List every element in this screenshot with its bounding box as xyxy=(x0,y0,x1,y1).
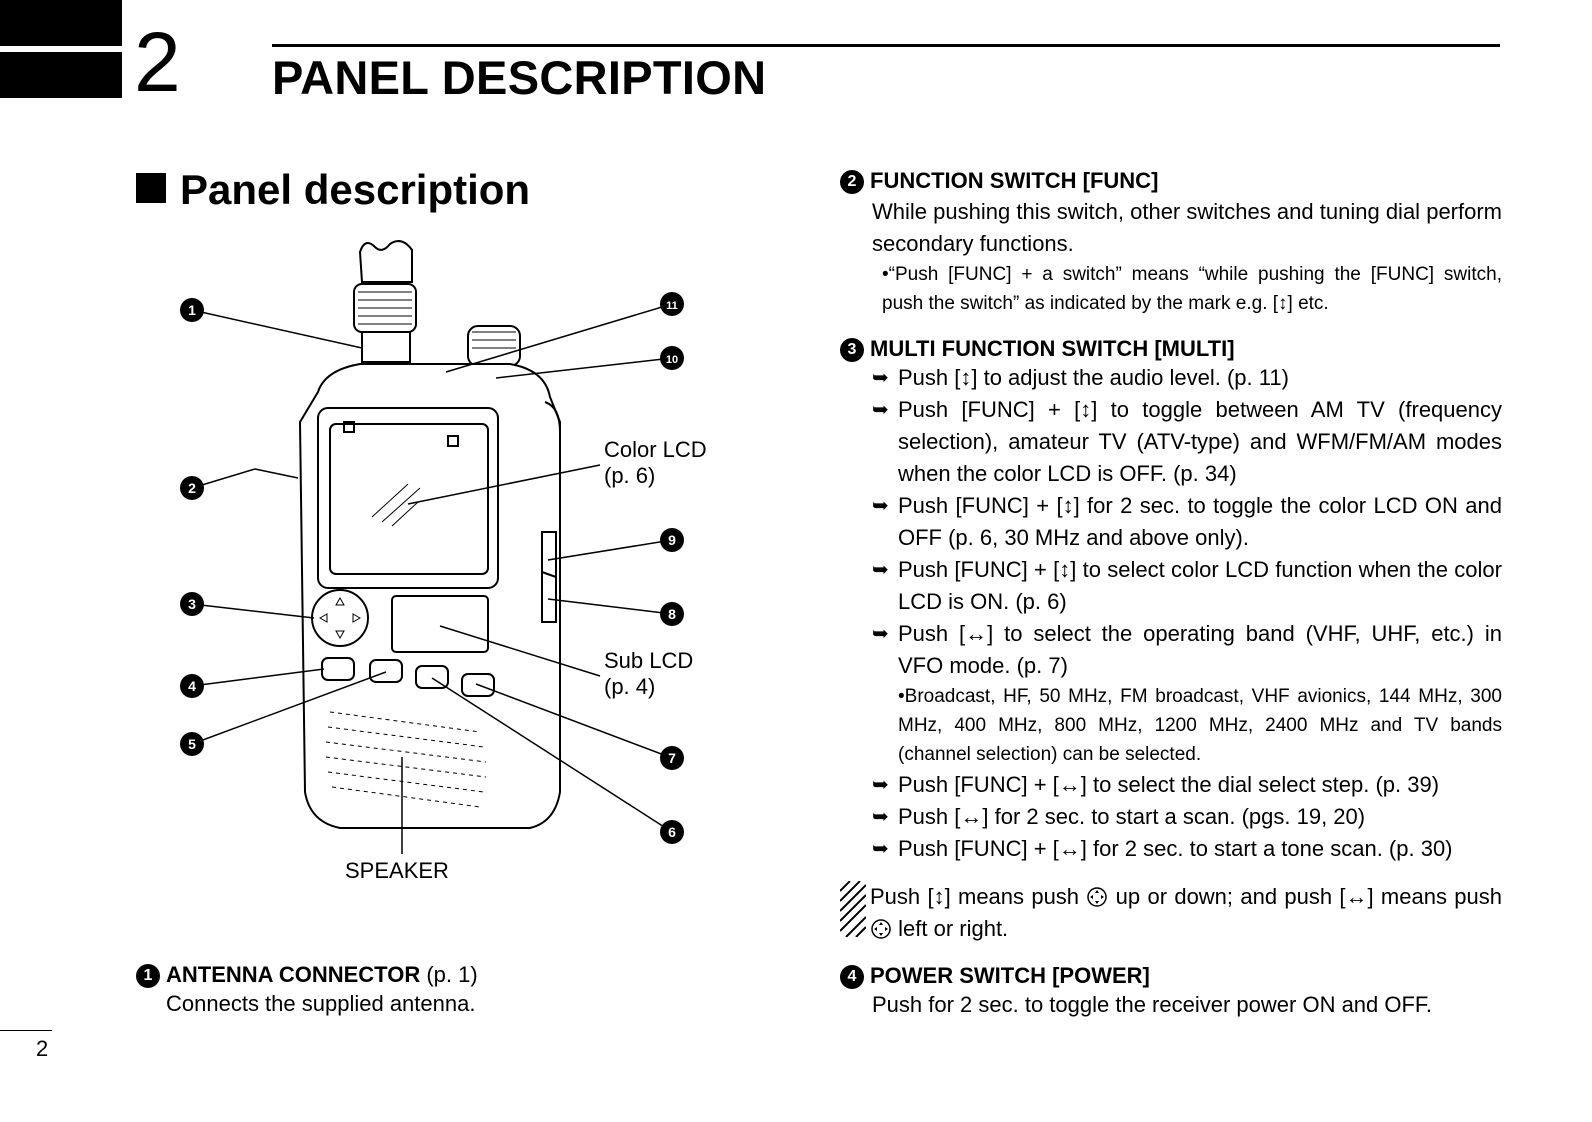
label-sub-lcd-ref: (p. 4) xyxy=(604,674,655,699)
callout-10: 10 xyxy=(666,354,678,366)
callout-markers xyxy=(180,292,684,844)
callout-4: 4 xyxy=(188,678,196,694)
arrow-icon: ➥ xyxy=(872,623,889,645)
func-desc: While pushing this switch, other switche… xyxy=(872,199,1502,256)
chapter-tab-bottom xyxy=(0,52,122,98)
chapter-number: 2 xyxy=(134,15,181,109)
tip-text: Push [↕] means push up or down; and push… xyxy=(870,881,1502,945)
label-speaker: SPEAKER xyxy=(345,858,449,883)
multi-bullet-text: Push [↔] to select the operating band (V… xyxy=(898,621,1502,678)
tip-hatch-icon xyxy=(840,881,866,937)
arrow-icon: ➥ xyxy=(872,495,889,517)
antenna-desc: Connects the supplied antenna. xyxy=(166,991,476,1016)
chapter-tab-top xyxy=(0,0,122,46)
antenna-drawing xyxy=(353,240,417,363)
arrow-icon: ➥ xyxy=(872,399,889,421)
antenna-ref: (p. 1) xyxy=(426,962,478,987)
multi-bullet-text: Push [FUNC] + [↕] to select color LCD fu… xyxy=(898,557,1502,614)
multi-bullet-text: Push [↕] to adjust the audio level. (p. … xyxy=(898,365,1289,390)
tip-text-part2: up or down; and push [↔] means push xyxy=(1115,884,1502,909)
antenna-title: ANTENNA CONNECTOR xyxy=(166,962,421,987)
callout-11: 11 xyxy=(666,300,678,312)
multi-tip: Push [↕] means push up or down; and push… xyxy=(840,881,1502,945)
arrow-icon: ➥ xyxy=(872,367,889,389)
multi-title: MULTI FUNCTION SWITCH [MULTI] xyxy=(870,336,1235,361)
multi-bullet: ➥ Push [↕] to adjust the audio level. (p.… xyxy=(872,362,1502,394)
multi-bullet: ➥ Push [↔] for 2 sec. to start a scan. (p… xyxy=(872,801,1502,833)
multi-bullet-text: Push [FUNC] + [↔] to select the dial sel… xyxy=(898,772,1440,797)
label-sub-lcd: Sub LCD xyxy=(604,648,693,673)
callout-5: 5 xyxy=(188,736,196,752)
multi-bullet: ➥ Push [FUNC] + [↔] for 2 sec. to start a… xyxy=(872,833,1502,865)
multi-bullet: ➥ Push [FUNC] + [↕] for 2 sec. to toggle … xyxy=(872,490,1502,554)
color-lcd-drawing xyxy=(317,407,499,589)
callout-2: 2 xyxy=(188,480,196,496)
speaker-grille-drawing xyxy=(325,711,487,808)
arrow-icon: ➥ xyxy=(872,806,889,828)
multi-number-badge: 3 xyxy=(840,338,864,362)
leader-lines xyxy=(191,303,673,854)
multi-sub-note: •Broadcast, HF, 50 MHz, FM broadcast, VH… xyxy=(898,686,1502,765)
multi-dial-icon xyxy=(1087,887,1108,907)
antenna-number-badge: 1 xyxy=(136,964,160,988)
func-title: FUNCTION SWITCH [FUNC] xyxy=(870,168,1159,193)
arrow-icon: ➥ xyxy=(872,559,889,581)
func-note: •“Push [FUNC] + a switch” means “while p… xyxy=(882,264,1502,314)
multi-bullet-text: Push [FUNC] + [↕] to toggle between AM T… xyxy=(898,397,1502,486)
multi-bullet-text: Push [FUNC] + [↔] for 2 sec. to start a … xyxy=(898,836,1453,861)
label-color-lcd: Color LCD xyxy=(604,437,707,462)
arrow-icon: ➥ xyxy=(872,838,889,860)
title-rule xyxy=(272,44,1500,47)
callout-3: 3 xyxy=(188,596,196,612)
multi-bullet: ➥ Push [↔] to select the operating band (… xyxy=(872,618,1502,682)
section-heading: Panel description xyxy=(136,166,530,214)
multi-bullet: ➥ Push [FUNC] + [↕] to select color LCD f… xyxy=(872,554,1502,618)
page-number: 2 xyxy=(36,1036,49,1061)
tip-text-part1: Push [↕] means push xyxy=(870,884,1080,909)
tip-text-part3: left or right. xyxy=(898,916,1009,941)
section-square-icon xyxy=(136,173,166,203)
multi-bullet: ➥ Push [FUNC] + [↕] to toggle between AM … xyxy=(872,394,1502,490)
func-number-badge: 2 xyxy=(840,170,864,194)
arrow-icon: ➥ xyxy=(872,774,889,796)
footer-rule xyxy=(0,1030,52,1031)
sub-lcd-drawing xyxy=(391,595,489,653)
callout-6: 6 xyxy=(668,824,676,840)
callout-8: 8 xyxy=(668,606,676,622)
callout-7: 7 xyxy=(668,750,676,766)
chapter-title: PANEL DESCRIPTION xyxy=(272,51,767,104)
label-color-lcd-ref: (p. 6) xyxy=(604,463,655,488)
radio-diagram: 1 2 3 4 5 6 7 8 9 10 11 Color LCD (p. 6)… xyxy=(180,240,707,883)
section-heading-text: Panel description xyxy=(180,166,531,213)
power-title: POWER SWITCH [POWER] xyxy=(870,963,1150,988)
multi-bullet-text: Push [↔] for 2 sec. to start a scan. (pg… xyxy=(898,804,1366,829)
callout-1: 1 xyxy=(188,302,196,318)
multi-bullet-text: Push [FUNC] + [↕] for 2 sec. to toggle t… xyxy=(898,493,1502,550)
callout-9: 9 xyxy=(668,532,676,548)
power-number-badge: 4 xyxy=(840,965,864,989)
power-desc: Push for 2 sec. to toggle the receiver p… xyxy=(872,992,1433,1017)
multi-dial-icon xyxy=(871,919,891,939)
multi-bullet: ➥ Push [FUNC] + [↔] to select the dial se… xyxy=(872,769,1502,801)
